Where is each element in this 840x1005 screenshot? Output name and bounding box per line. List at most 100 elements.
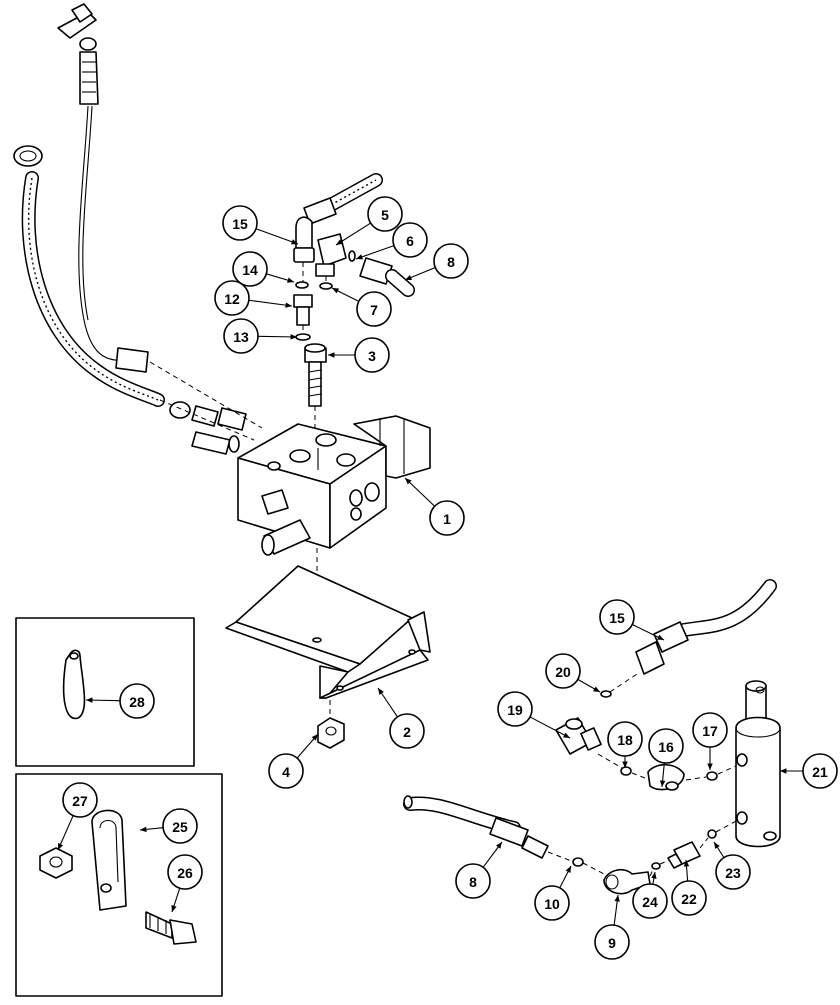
o-ring-17 [706,771,718,781]
callout-circle [497,691,533,727]
callout-arrowhead [593,686,600,692]
adapter-fitting [293,294,313,326]
callout-circle [119,683,155,719]
callout-number: 6 [406,233,414,249]
callout-number: 5 [381,207,389,223]
callout-circle [389,713,425,749]
o-ring-7 [319,282,333,290]
callout-c28: 28 [85,683,155,719]
callout-circle [455,863,491,899]
inset-box-clamp [15,617,195,767]
callout-arrowhead [58,843,64,850]
callout-circle [367,196,403,232]
callout-arrowhead [290,334,297,340]
callout-circle [594,924,630,960]
callout-c1: 1 [404,477,465,536]
callout-circle [62,782,98,818]
callout-leader [529,716,571,739]
callout-number: 25 [172,819,188,835]
callout-number: 19 [507,702,523,718]
callout-arrowhead [356,254,363,260]
callout-c12: 12 [214,280,293,316]
callout-number: 12 [224,291,240,307]
callout-c24: 24 [632,871,668,919]
callout-circle [356,291,392,327]
callout-arrowhead [378,688,384,695]
callout-c5: 5 [335,196,403,246]
callout-arrowhead [328,352,335,358]
callout-c26: 26 [167,854,203,913]
elbow-fitting-19 [555,717,602,755]
callout-circle [214,280,250,316]
o-ring-20 [600,690,612,698]
callout-arrowhead [86,697,93,703]
callout-c27: 27 [57,782,98,851]
callout-arrowhead [657,634,664,640]
callout-c20: 20 [545,653,601,693]
callout-arrowhead [563,732,570,738]
callout-number: 15 [609,610,625,626]
callout-circle [167,854,203,890]
callout-circle [232,251,268,287]
callout-number: 7 [370,302,378,318]
callout-c25: 25 [139,808,198,844]
callout-number: 20 [555,664,571,680]
callout-circle [545,653,581,689]
callout-number: 4 [282,764,290,780]
callout-circle [599,599,635,635]
callout-leader [255,228,299,245]
callout-number: 8 [469,874,477,890]
callout-c14: 14 [232,251,295,287]
callout-layer: 1234567891012131415151617181920212223242… [57,196,838,960]
callout-leader [355,245,395,260]
upper-tee-fitting [57,3,99,105]
hose-fitting-right [359,257,415,297]
thin-hydraulic-line [78,105,133,362]
callout-circle [392,222,428,258]
callout-number: 28 [129,694,145,710]
callout-arrowhead [780,768,787,774]
callout-arrowhead [405,478,412,485]
callout-circle [268,753,304,789]
callout-number: 16 [658,739,674,755]
callout-number: 10 [544,896,560,912]
callout-arrowhead [707,763,713,770]
callout-arrowhead [565,866,571,873]
callout-c17: 17 [692,712,728,770]
o-ring-24 [651,862,661,870]
callout-c7: 7 [331,287,392,327]
callout-number: 24 [642,894,658,910]
callout-arrowhead [714,842,720,849]
callout-number: 3 [368,348,376,364]
callout-arrowhead [683,860,690,867]
callout-arrowhead [285,302,292,308]
callout-c3: 3 [328,337,390,373]
callout-c4: 4 [268,733,319,789]
callout-arrowhead [495,842,502,849]
callout-circle [222,205,258,241]
o-ring-18 [620,766,632,776]
callout-leader [257,335,298,338]
lower-hose-assembly [403,795,549,859]
callout-c16: 16 [648,728,684,788]
elbow-adapter [315,233,356,277]
callout-circle [534,885,570,921]
braided-hose [13,145,165,407]
o-ring-13 [295,333,311,341]
callout-circle [802,753,838,789]
callout-c10: 10 [534,865,572,921]
o-ring-23 [707,829,717,839]
callout-arrowhead [659,780,666,787]
callout-c22: 22 [671,859,707,916]
callout-arrowhead [651,872,657,879]
callout-arrowhead [332,288,339,294]
o-ring-10 [572,857,584,867]
callout-number: 9 [608,935,616,951]
callout-c15b: 15 [599,599,665,641]
adapter-fitting-22 [667,841,701,869]
callout-number: 23 [725,865,741,881]
callout-c23: 23 [713,841,751,890]
valve-block [237,415,431,556]
mounting-bracket [225,565,431,699]
hydraulic-cylinder [735,680,781,848]
